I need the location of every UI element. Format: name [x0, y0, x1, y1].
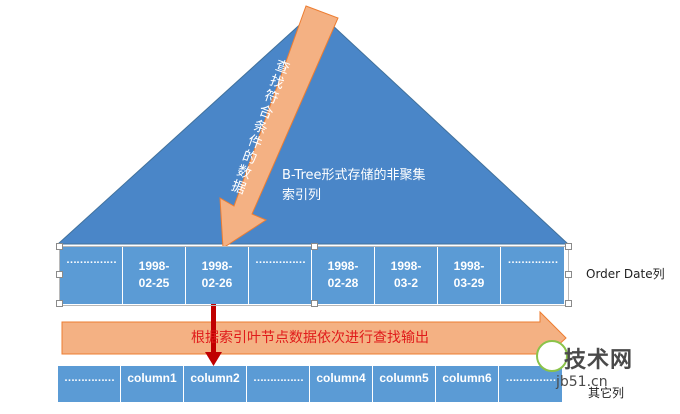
index-cell: …………… — [60, 246, 123, 304]
resize-handle[interactable] — [311, 243, 318, 250]
data-cell: …………… — [499, 366, 562, 402]
data-cell: …………… — [247, 366, 310, 402]
watermark-logo-icon — [536, 340, 568, 372]
resize-handle[interactable] — [56, 300, 63, 307]
data-cell: column5 — [373, 366, 436, 402]
watermark-url: jb51.cn — [556, 374, 608, 390]
other-columns-label: 其它列 — [588, 386, 625, 400]
index-cell: …………… — [249, 246, 312, 304]
flow-label: 根据索引叶节点数据依次进行查找输出 — [191, 330, 429, 346]
lookup-arrow-head — [205, 352, 222, 366]
data-cell: column2 — [184, 366, 247, 402]
lookup-arrow-shaft — [211, 292, 216, 354]
watermark: 技术网 jb51.cn — [536, 340, 670, 404]
data-cell: column1 — [121, 366, 184, 402]
data-row: …………… column1 column2 …………… column4 colu… — [58, 366, 562, 402]
index-cell: 1998- 02-25 — [123, 246, 186, 304]
index-cell: …………… — [501, 246, 564, 304]
order-date-label: Order Date列 — [586, 267, 665, 281]
resize-handle[interactable] — [311, 300, 318, 307]
watermark-name: 技术网 — [564, 348, 634, 373]
index-cell: 1998- 02-28 — [312, 246, 375, 304]
index-cell: 1998- 03-29 — [438, 246, 501, 304]
resize-handle[interactable] — [565, 271, 572, 278]
resize-handle[interactable] — [56, 271, 63, 278]
data-cell: column6 — [436, 366, 499, 402]
data-cell: …………… — [58, 366, 121, 402]
data-cell: column4 — [310, 366, 373, 402]
index-row: …………… 1998- 02-25 1998- 02-26 …………… 1998… — [60, 246, 564, 304]
resize-handle[interactable] — [565, 300, 572, 307]
index-cell: 1998- 03-2 — [375, 246, 438, 304]
resize-handle[interactable] — [565, 243, 572, 250]
selection-box[interactable] — [59, 246, 569, 306]
index-cell: 1998- 02-26 — [186, 246, 249, 304]
search-arrow — [219, 5, 339, 249]
tree-label: B-Tree形式存储的非聚集 索引列 — [282, 168, 426, 203]
resize-handle[interactable] — [56, 243, 63, 250]
